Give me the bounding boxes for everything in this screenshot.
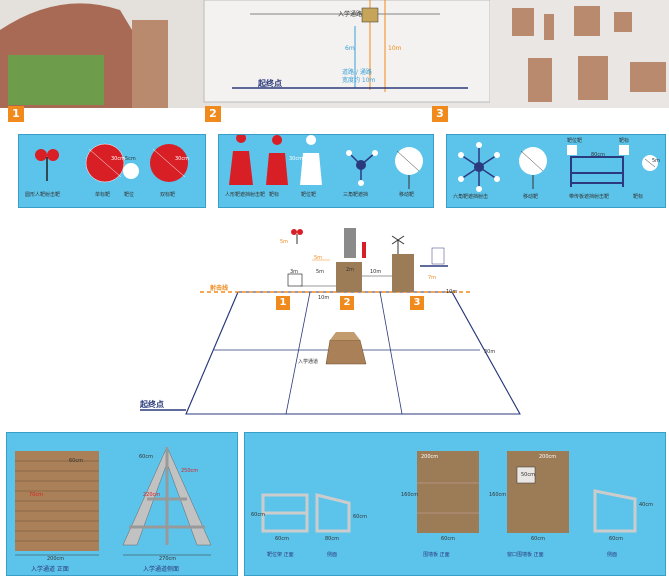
stand-caption: 入学通道侧面 [143, 566, 180, 573]
station-3-targets [458, 142, 658, 192]
board-dim: 160cm [489, 492, 507, 498]
entry-stand-label: 入学通道 [298, 359, 319, 365]
course-dim-label: 5m [314, 255, 323, 261]
stand-dim: 60cm [139, 454, 153, 460]
board-dim: 60cm [609, 536, 623, 542]
station-1-dim: 5cm [125, 156, 136, 162]
board-dim: 60cm [251, 512, 265, 518]
board-caption: 围墙板 正面 [423, 552, 450, 558]
course-badge-2: 2 [340, 296, 354, 310]
station-3-item-label: 靶标 [633, 194, 644, 200]
station-3-dim: 80cm [591, 152, 605, 158]
station-3-item-label: 移动靶 [523, 194, 539, 200]
map-entry-label: 入学通路 [338, 11, 363, 18]
course-dim-label: 10m [446, 289, 458, 295]
station-3-item-label: 带传板遮挡射击靶 [569, 194, 610, 200]
station-2-item-label: 人形靶遮挡射击靶 [225, 192, 266, 198]
station-3-item-label: 六角靶遮挡射击 [453, 194, 489, 200]
stand-dim: 60cm [69, 458, 83, 464]
course-layout-diagram [140, 228, 521, 415]
board-caption: 侧面 [607, 552, 618, 558]
board-dim: 60cm [353, 514, 367, 520]
board-dim: 200cm [421, 454, 439, 460]
board-dim: 50cm [521, 472, 535, 478]
course-dim-label: 5m [280, 239, 289, 245]
stand-dim: 70cm [29, 492, 43, 498]
board-dim: 60cm [275, 536, 289, 542]
course-dim-label: 3m [290, 269, 299, 275]
board-dim: 60cm [531, 536, 545, 542]
station-2-item-label: 三角靶遮挡 [343, 192, 369, 198]
station-3-dim: 5m [652, 158, 661, 164]
course-dim-label: 7m [428, 275, 437, 281]
station-1-item-label: 单标靶 [95, 192, 111, 198]
course-start-label: 起终点 [140, 400, 164, 409]
board-caption: 窗口围墙板 正面 [507, 552, 544, 558]
stand-dim: 250cm [181, 468, 199, 474]
map-corridor-label: 道路 / 通路 [342, 69, 372, 76]
station-1-item-label: 靶位 [124, 192, 135, 198]
wall-boards-panel: 靶位架 正面 侧面 围墙板 正面 窗口围墙板 正面 侧面 60cm 80cm 6… [244, 432, 666, 576]
map-distance-label: 6m [345, 45, 355, 52]
site-map: 入学通路 6m 10m 道路 / 通路 宽度约 10m 起终点 [0, 0, 669, 109]
course-badge-1: 1 [276, 296, 290, 310]
board-dim: 160cm [401, 492, 419, 498]
station-2-item-label: 移动靶 [399, 192, 415, 198]
stand-caption: 入学通道 正面 [31, 566, 69, 573]
map-start-label: 起终点 [258, 79, 282, 88]
station-2-dim: 30cm [289, 156, 303, 162]
station-badge-1: 1 [8, 106, 24, 122]
station-1-dim: 30cm [175, 156, 189, 162]
station-3-dim: 靶标 [619, 138, 630, 144]
course-dim-label: 30m [484, 349, 496, 355]
station-3-panel: 靶位靶 80cm 靶标 5m 六角靶遮挡射击 移动靶 带传板遮挡射击靶 靶标 [446, 134, 666, 208]
station-1-dim: 30cm [111, 156, 125, 162]
station-1-panel: 30cm 5cm 30cm 圆形人靶射击靶 单标靶 靶位 双标靶 [18, 134, 206, 208]
board-dim: 80cm [325, 536, 339, 542]
map-distance-label: 10m [388, 45, 402, 52]
station-1-targets [35, 143, 188, 183]
course-dim-label: 2m [346, 267, 355, 273]
course-dim-label: 5m [316, 269, 325, 275]
course-dim-label: 10m [318, 295, 330, 301]
stand-dim: 200cm [47, 556, 65, 562]
station-1-item-label: 双标靶 [160, 192, 176, 198]
course-badge-3: 3 [410, 296, 424, 310]
station-2-item-label: 靶位靶 [301, 192, 317, 198]
station-3-dim: 靶位靶 [567, 138, 583, 144]
station-2-item-label: 靶标 [269, 192, 280, 198]
board-dim: 40cm [639, 502, 653, 508]
course-dim-label: 10m [370, 269, 382, 275]
stand-dim: 220cm [143, 492, 161, 498]
site-map-drawing [0, 0, 669, 109]
station-2-targets [229, 133, 423, 189]
entry-stand-drawings [15, 446, 212, 556]
board-caption: 靶位架 正面 [267, 552, 294, 558]
entry-stand-panel: 60cm 70cm 200cm 60cm 250cm 220cm 270cm 入… [6, 432, 238, 576]
board-caption: 侧面 [327, 552, 338, 558]
station-2-panel: 30cm 人形靶遮挡射击靶 靶标 靶位靶 三角靶遮挡 移动靶 [218, 133, 434, 208]
board-dim: 60cm [441, 536, 455, 542]
station-badge-3: 3 [432, 106, 448, 122]
shooting-line-label: 射击线 [210, 285, 229, 292]
station-1-item-label: 圆形人靶射击靶 [25, 192, 61, 198]
stand-dim: 270cm [159, 556, 177, 562]
station-badge-2: 2 [205, 106, 221, 122]
wall-board-drawings [261, 451, 637, 533]
map-corridor-label: 宽度约 10m [342, 77, 376, 84]
board-dim: 200cm [539, 454, 557, 460]
